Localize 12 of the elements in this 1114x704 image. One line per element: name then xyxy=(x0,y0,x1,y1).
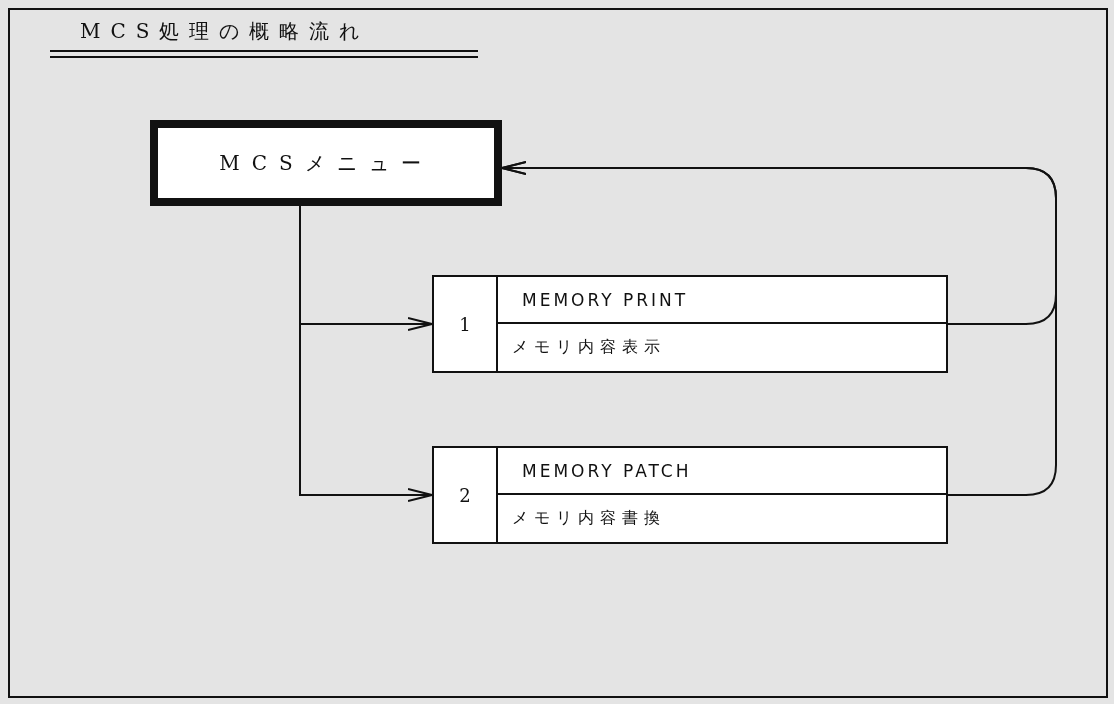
box-label: MCSメニュー xyxy=(219,149,433,177)
menu-box xyxy=(150,120,502,206)
process-box xyxy=(432,446,948,544)
step-name: MEMORY PRINT xyxy=(522,289,689,310)
process-box xyxy=(432,275,948,373)
step-description: メモリ内容書換 xyxy=(512,508,666,529)
arrow xyxy=(501,161,1057,496)
title: MCS処理の概略流れ xyxy=(80,18,370,45)
step-name: MEMORY PATCH xyxy=(522,460,692,481)
step-number: 1 xyxy=(459,313,471,335)
step-description: メモリ内容表示 xyxy=(512,337,666,358)
step-number: 2 xyxy=(459,484,471,506)
